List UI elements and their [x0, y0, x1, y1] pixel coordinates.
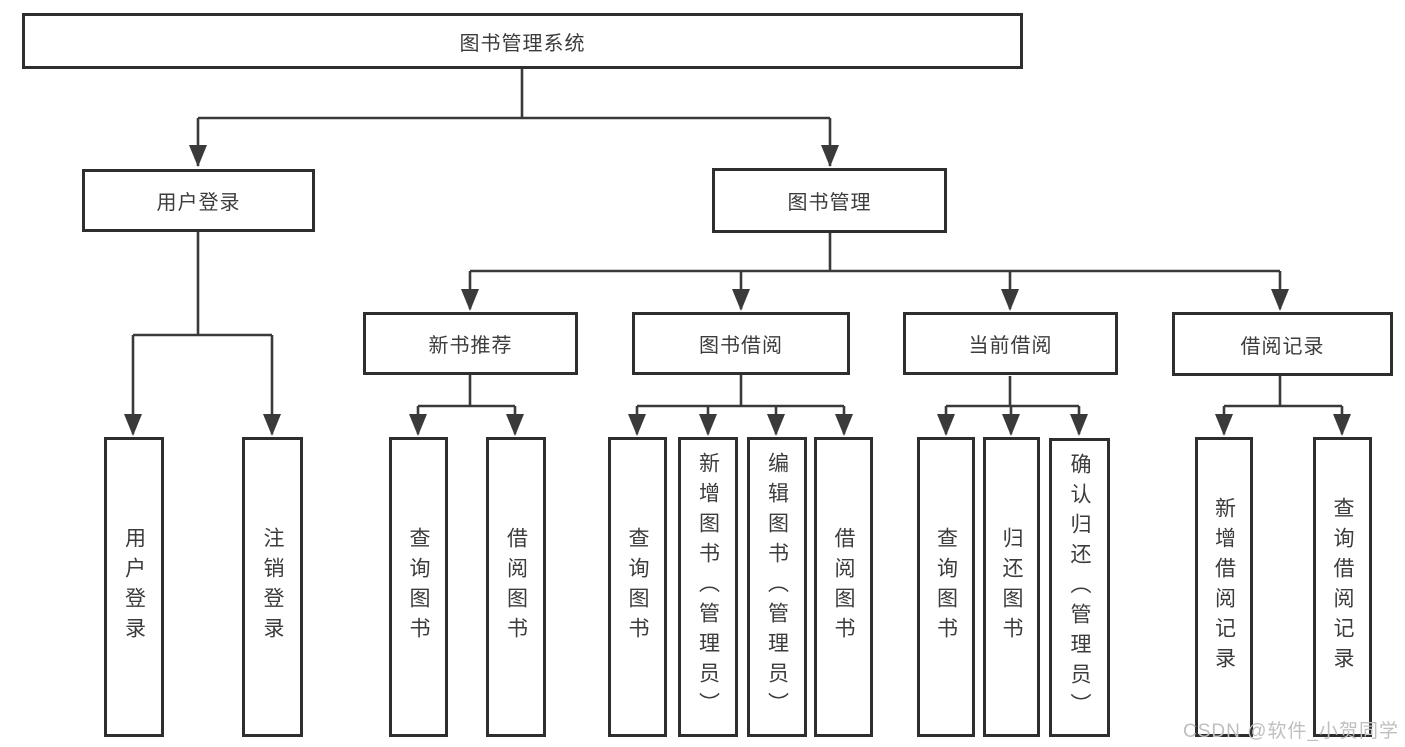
node-user-login: 用户登录	[82, 169, 315, 232]
leaf-user-login-label: 用户登录	[122, 527, 146, 647]
node-book-borrowing: 图书借阅	[632, 312, 850, 375]
leaf-borrow-books-borrowing: 借阅图书	[814, 437, 873, 737]
leaf-borrow-books-recommend-label: 借阅图书	[504, 527, 528, 647]
leaf-query-borrow-record: 查询借阅记录	[1313, 437, 1372, 737]
node-new-book-recommendation-label: 新书推荐	[428, 335, 513, 357]
leaf-query-books-recommend-label: 查询图书	[407, 527, 430, 647]
node-current-borrowing-label: 当前借阅	[968, 335, 1053, 357]
leaf-user-login: 用户登录	[104, 437, 164, 737]
leaf-confirm-return-admin-label: 确认归还（管理员）	[1068, 452, 1091, 723]
leaf-query-books-recommend: 查询图书	[389, 437, 448, 737]
leaf-return-book: 归还图书	[983, 437, 1040, 737]
node-user-login-label: 用户登录	[156, 192, 241, 214]
leaf-confirm-return-admin: 确认归还（管理员）	[1049, 438, 1110, 737]
node-borrowing-records-label: 借阅记录	[1240, 335, 1325, 358]
node-book-borrowing-label: 图书借阅	[699, 335, 783, 357]
leaf-logout-label: 注销登录	[261, 527, 284, 647]
node-root: 图书管理系统	[22, 13, 1023, 69]
leaf-logout: 注销登录	[242, 437, 303, 737]
csdn-watermark: CSDN @软件_小贺同学	[1183, 721, 1399, 742]
node-current-borrowing: 当前借阅	[903, 312, 1118, 375]
leaf-query-books-borrowing: 查询图书	[608, 437, 667, 737]
node-book-management-label: 图书管理	[787, 192, 872, 214]
node-borrowing-records: 借阅记录	[1172, 312, 1393, 376]
leaf-edit-book-admin-label: 编辑图书（管理员）	[765, 452, 789, 722]
leaf-return-book-label: 归还图书	[1000, 527, 1023, 647]
leaf-query-books-borrowing-label: 查询图书	[626, 527, 649, 647]
node-root-label: 图书管理系统	[459, 32, 586, 55]
leaf-borrow-books-borrowing-label: 借阅图书	[832, 527, 855, 647]
leaf-add-borrow-record-label: 新增借阅记录	[1212, 497, 1236, 677]
leaf-add-borrow-record: 新增借阅记录	[1195, 437, 1253, 737]
leaf-edit-book-admin: 编辑图书（管理员）	[747, 437, 807, 737]
connector-segments	[131, 68, 1344, 434]
leaf-borrow-books-recommend: 借阅图书	[486, 437, 546, 737]
arrowhead-icons	[124, 145, 1351, 436]
leaf-add-book-admin-label: 新增图书（管理员）	[696, 452, 720, 722]
leaf-query-books-current: 查询图书	[917, 437, 975, 737]
node-new-book-recommendation: 新书推荐	[363, 312, 578, 375]
leaf-query-books-current-label: 查询图书	[934, 527, 958, 647]
leaf-add-book-admin: 新增图书（管理员）	[678, 437, 738, 737]
node-book-management: 图书管理	[712, 168, 947, 233]
leaf-query-borrow-record-label: 查询借阅记录	[1331, 497, 1354, 677]
